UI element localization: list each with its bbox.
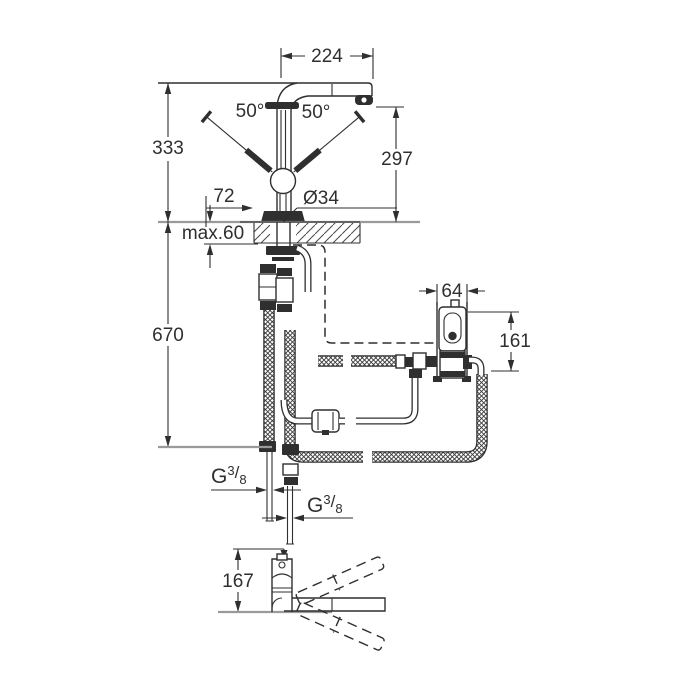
hose-b-connector [275, 277, 294, 303]
dim-label-50-right: 50° [302, 102, 331, 123]
dimension-body-diameter: Ø34 [283, 188, 397, 222]
lever-stem [280, 110, 287, 168]
hose-b-nut [282, 444, 299, 455]
dimension-lever-offset: 72 [205, 186, 253, 227]
dimension-counter-thickness: max.60 [182, 205, 258, 268]
ball-joint [269, 167, 297, 195]
plan-swivel-arm-down [295, 601, 385, 651]
shank-gap [270, 223, 296, 243]
hose-b-lower-fitting [284, 477, 298, 485]
dim-label-167: 167 [222, 571, 254, 592]
tee-body-1 [395, 354, 406, 369]
dim-label-224: 224 [311, 46, 343, 67]
under-counter-installation [258, 244, 488, 545]
valve-band-bottom [440, 371, 465, 377]
hose-b-braided [284, 330, 363, 463]
spray-hose-riser [356, 374, 419, 425]
spray-hose-lower-left-i [281, 399, 313, 424]
tee-lower-nut [409, 369, 422, 378]
valve-outlet-nut [463, 355, 472, 369]
thread-label-left: G3/8 [211, 463, 247, 488]
bracket-foot-left [433, 376, 442, 382]
dimension-spout-reach: 224 [280, 46, 374, 79]
bracket-foot-right [462, 376, 471, 382]
control-box-knob [448, 331, 457, 341]
dimension-box-height: 161 [468, 311, 531, 372]
plan-body [271, 558, 293, 612]
plan-view: 167 [218, 548, 386, 651]
counter-section-border [240, 221, 361, 244]
thread-label-right: G3/8 [307, 492, 343, 517]
tee-nut-2 [426, 356, 437, 367]
dimension-thread-left: G3/8 [211, 463, 301, 494]
dim-label-50-left: 50° [236, 101, 265, 122]
hose-b-thread-tail [286, 486, 294, 545]
dim-label-d34: Ø34 [303, 188, 339, 209]
valve-elbow-i [469, 357, 484, 375]
dim-label-max60: max.60 [182, 223, 244, 244]
plan-body-notch [276, 553, 288, 561]
hose-b-lower-connector [282, 463, 299, 476]
dimension-lever-angles: 50° 50° [236, 101, 331, 123]
side-elevation-view [158, 82, 420, 261]
dimension-outlet-height: 297 [376, 106, 413, 222]
hose-a-fitting-bottom [260, 301, 276, 310]
hose-a-thread-tail [265, 452, 274, 522]
lever-arm-right [293, 147, 322, 173]
lever-cap-right [353, 110, 366, 124]
valve-band-top [440, 352, 465, 358]
lever-arm-left [244, 147, 273, 173]
inline-check-valve [311, 409, 340, 433]
plan-spout-hub [271, 597, 333, 611]
hose-b-fitting-bottom [277, 304, 292, 312]
dim-label-333: 333 [152, 138, 184, 159]
plan-spout-arm [284, 597, 386, 612]
dim-label-670: 670 [152, 325, 184, 346]
inline-valve-tab [322, 430, 329, 435]
mounting-nut [266, 246, 300, 255]
hose-b-fitting-top [277, 268, 292, 276]
dim-label-297: 297 [381, 149, 413, 170]
dimension-hose-length: 670 [152, 222, 272, 449]
dim-label-161: 161 [499, 331, 531, 352]
tee-nut-1 [405, 357, 413, 367]
control-cable-dashed [293, 244, 436, 344]
dim-label-72: 72 [213, 186, 234, 207]
mounting-washer [272, 257, 294, 261]
base-flange [261, 211, 305, 222]
control-box-body [438, 306, 467, 352]
loop-braided-hose [372, 374, 488, 463]
neck-lines [279, 194, 287, 211]
hose-b-braided-tex [285, 330, 363, 462]
dimension-overall-height: 333 [152, 83, 184, 222]
control-box-window [443, 312, 462, 344]
dim-label-64: 64 [441, 281, 463, 302]
hose-a-fitting-top [260, 264, 276, 273]
spout-top-outline [158, 82, 373, 96]
tee-body-2 [412, 352, 427, 370]
spray-hose-upper-i [296, 245, 311, 292]
lever-cap-left [200, 110, 213, 124]
dimension-thread-right: G3/8 [262, 492, 353, 522]
plan-body-screw [278, 561, 286, 569]
control-box-assembly [433, 299, 485, 382]
counter-section-hatch [254, 223, 360, 243]
inline-valve-lines [317, 412, 334, 430]
dimension-box-width: 64 [419, 281, 485, 306]
lever-cap [265, 102, 299, 109]
spout-bottom-outline [290, 95, 372, 211]
mounting-shank [276, 222, 291, 246]
spray-hose-riser-i [356, 374, 418, 424]
loop-braided-hose-tex [372, 374, 487, 462]
aerator-dot [361, 97, 367, 103]
plan-body-details [271, 573, 293, 593]
plan-swivel-arm-up [295, 556, 385, 606]
